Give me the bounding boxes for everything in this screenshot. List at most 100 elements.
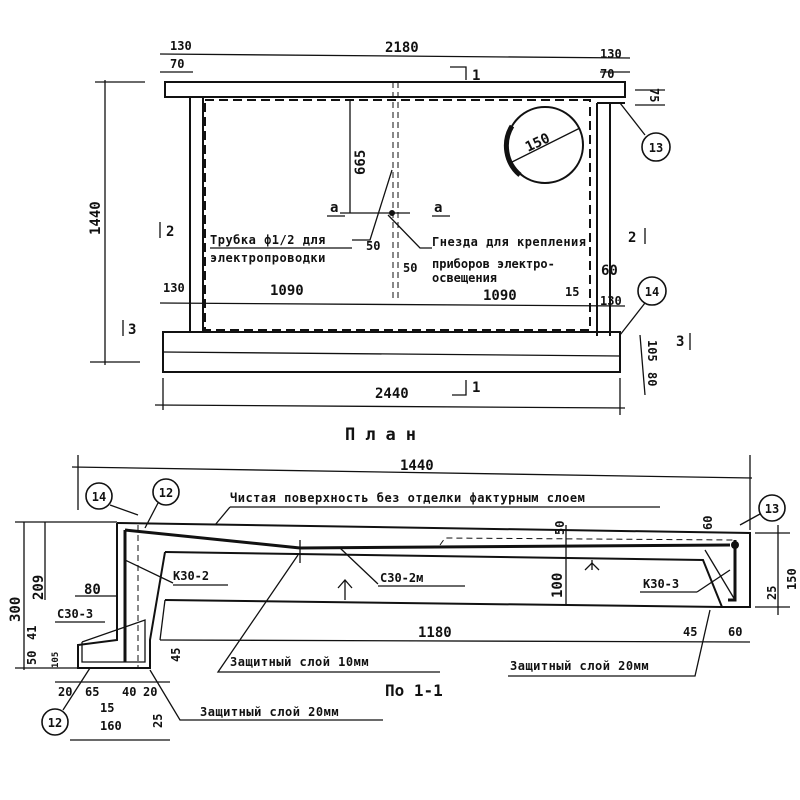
cut-label-3: 3 <box>676 334 684 350</box>
cut-marker-1-top <box>450 66 467 80</box>
dim-2180: 2180 <box>385 40 419 56</box>
cut-label-2: 2 <box>166 224 174 240</box>
dim-60: 60 <box>728 625 742 639</box>
dim-50: 50 <box>366 239 380 253</box>
dim-130: 130 <box>170 39 192 53</box>
note-cover-20-left: Защитный слой 20мм <box>200 705 339 719</box>
diameter-line <box>511 127 581 163</box>
dim-105: 105 <box>645 340 659 362</box>
beam-top-outline <box>116 522 751 608</box>
leader <box>149 669 383 721</box>
dim-20: 20 <box>143 685 157 699</box>
dim-50: 50 <box>25 651 39 665</box>
dim-50: 50 <box>403 261 417 275</box>
rebar-dot <box>731 541 739 549</box>
arrow-head <box>337 579 353 589</box>
dim-150: 150 <box>785 568 799 590</box>
note-tube-2: электропроводки <box>210 251 326 265</box>
dim-1180: 1180 <box>418 625 452 641</box>
dim-130-left: 130 <box>163 281 185 295</box>
callout-14: 14 <box>92 490 106 504</box>
callout-13: 13 <box>649 141 663 155</box>
rebar-label-k30-2: К30-2 <box>173 569 209 583</box>
rebar-label-c30-3: С30-3 <box>57 607 93 621</box>
round-opening-shade <box>503 124 522 177</box>
leader <box>214 506 231 526</box>
dim-130: 130 <box>600 47 622 61</box>
plan-line <box>162 351 621 357</box>
section-line <box>159 599 166 641</box>
hole-diameter-label: 150 <box>523 130 553 155</box>
callout-13: 13 <box>765 502 779 516</box>
dim-line-top <box>159 53 631 59</box>
plan-reinforcement-outline <box>204 99 591 331</box>
callout-circle <box>41 708 69 736</box>
leader <box>619 302 646 336</box>
dim-45: 45 <box>683 625 697 639</box>
leader <box>216 554 440 673</box>
dim-line-1440 <box>71 466 753 479</box>
rebar-label-c30-2m: С30-2м <box>380 571 423 585</box>
dim-105: 105 <box>51 652 61 668</box>
note-tube: Трубка ф1/2 для <box>210 233 326 247</box>
rebar-label-k30-3: К30-3 <box>643 577 679 591</box>
note-sockets-2: приборов электро- <box>432 257 555 271</box>
socket-point <box>389 210 395 216</box>
dim-65: 65 <box>85 685 99 699</box>
callout-circle <box>152 478 180 506</box>
section-mark-a: а <box>434 200 442 216</box>
dim-160: 160 <box>100 719 122 733</box>
section-title: По 1-1 <box>385 681 443 700</box>
leader <box>62 667 91 711</box>
dim-45: 45 <box>169 648 183 662</box>
dim-1440: 1440 <box>400 458 434 474</box>
leader <box>109 504 139 516</box>
dim-50: 50 <box>553 521 567 535</box>
callout-12: 12 <box>159 486 173 500</box>
leader <box>124 559 174 584</box>
note-cover-10: Защитный слой 10мм <box>230 655 369 669</box>
arrow-head <box>584 562 600 571</box>
cut-marker-1-bottom <box>452 380 467 396</box>
dim-80: 80 <box>84 582 101 598</box>
leader <box>144 502 159 529</box>
dim-60: 60 <box>601 263 618 279</box>
callout-12: 12 <box>48 716 62 730</box>
dim-2440: 2440 <box>375 386 409 402</box>
dim-25: 25 <box>151 714 165 728</box>
note-surface: Чистая поверхность без отделки фактурным… <box>230 491 585 505</box>
leader <box>508 609 711 677</box>
leader <box>619 102 646 136</box>
dim-665: 665 <box>353 150 369 175</box>
dim-75: 75 <box>647 88 661 102</box>
cut-label-1: 1 <box>472 68 480 84</box>
leader <box>339 547 379 585</box>
note-sockets: Гнезда для крепления <box>432 235 587 249</box>
dim-1090-left: 1090 <box>270 283 304 299</box>
dim-80: 80 <box>645 372 659 386</box>
rebar-diag <box>704 549 736 601</box>
dim-20: 20 <box>58 685 72 699</box>
callout-circle <box>637 276 667 306</box>
plan-dim-line-1090 <box>159 302 626 307</box>
dim-300: 300 <box>8 597 24 622</box>
dim-25: 25 <box>765 586 779 600</box>
tube-leader <box>352 169 393 241</box>
cut-label-1: 1 <box>472 380 480 396</box>
dim-41: 41 <box>25 626 39 640</box>
beam-bottom <box>164 599 723 608</box>
dim-130-right: 130 <box>600 294 622 308</box>
callout-circle <box>85 482 113 510</box>
dim-70: 70 <box>170 57 184 71</box>
dim-1440: 1440 <box>88 201 104 235</box>
rebar-c30-3 <box>81 619 146 663</box>
section-view: 1440 300 209 80 С30-3 50 41 105 <box>8 455 799 741</box>
section-mark-a: а <box>330 200 338 216</box>
cut-label-2: 2 <box>628 230 636 246</box>
note-sockets-3: освещения <box>432 271 497 285</box>
dim-100: 100 <box>550 573 566 598</box>
dim-15: 15 <box>565 285 579 299</box>
dim-line-1180 <box>159 639 751 643</box>
